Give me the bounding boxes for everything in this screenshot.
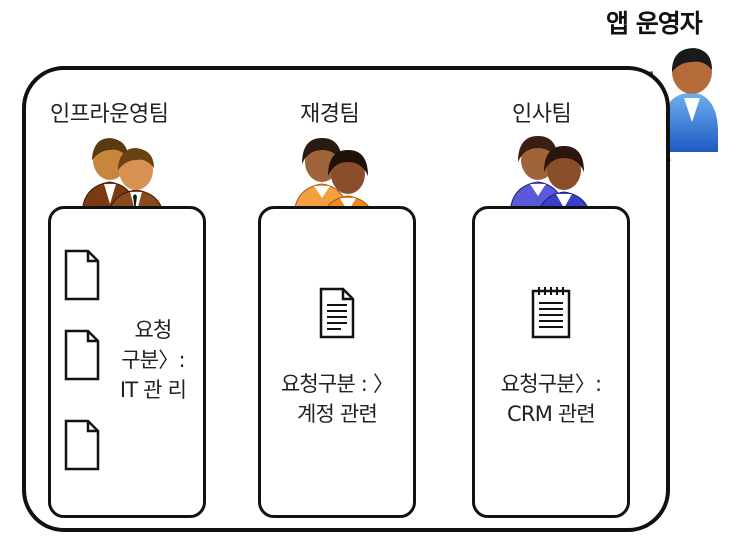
notepad-icon xyxy=(531,287,571,339)
request-type-hr: 요청구분〉: CRM 관련 xyxy=(475,369,627,429)
request-line: 요청구분〉: xyxy=(500,372,602,396)
request-type-finance: 요청구분 : 〉 계정 관련 xyxy=(261,369,413,429)
team-name-finance: 재경팀 xyxy=(300,102,360,127)
blank-document-icon xyxy=(64,329,100,381)
request-line: CRM 관련 xyxy=(507,402,596,426)
request-card-finance: 요청구분 : 〉 계정 관련 xyxy=(258,206,416,518)
request-line: 요청구분 : 〉 xyxy=(280,372,394,396)
request-type-infra-ops: 요청 구분〉: IT 관 리 xyxy=(111,315,195,405)
team-name-hr: 인사팀 xyxy=(512,102,572,127)
request-line: IT 관 리 xyxy=(119,378,187,402)
request-line: 구분〉: xyxy=(121,348,185,372)
request-line: 계정 관련 xyxy=(297,402,378,426)
user-group-icon xyxy=(81,138,165,223)
blank-document-icon xyxy=(64,419,100,471)
request-card-infra-ops: 요청 구분〉: IT 관 리 xyxy=(48,206,206,518)
operator-title: 앱 운영자 xyxy=(606,9,703,38)
request-card-hr: 요청구분〉: CRM 관련 xyxy=(472,206,630,518)
text-document-icon xyxy=(319,287,355,339)
blank-document-icon xyxy=(64,249,100,301)
request-line: 요청 xyxy=(134,318,172,342)
team-name-infra-ops: 인프라운영팀 xyxy=(50,102,169,127)
